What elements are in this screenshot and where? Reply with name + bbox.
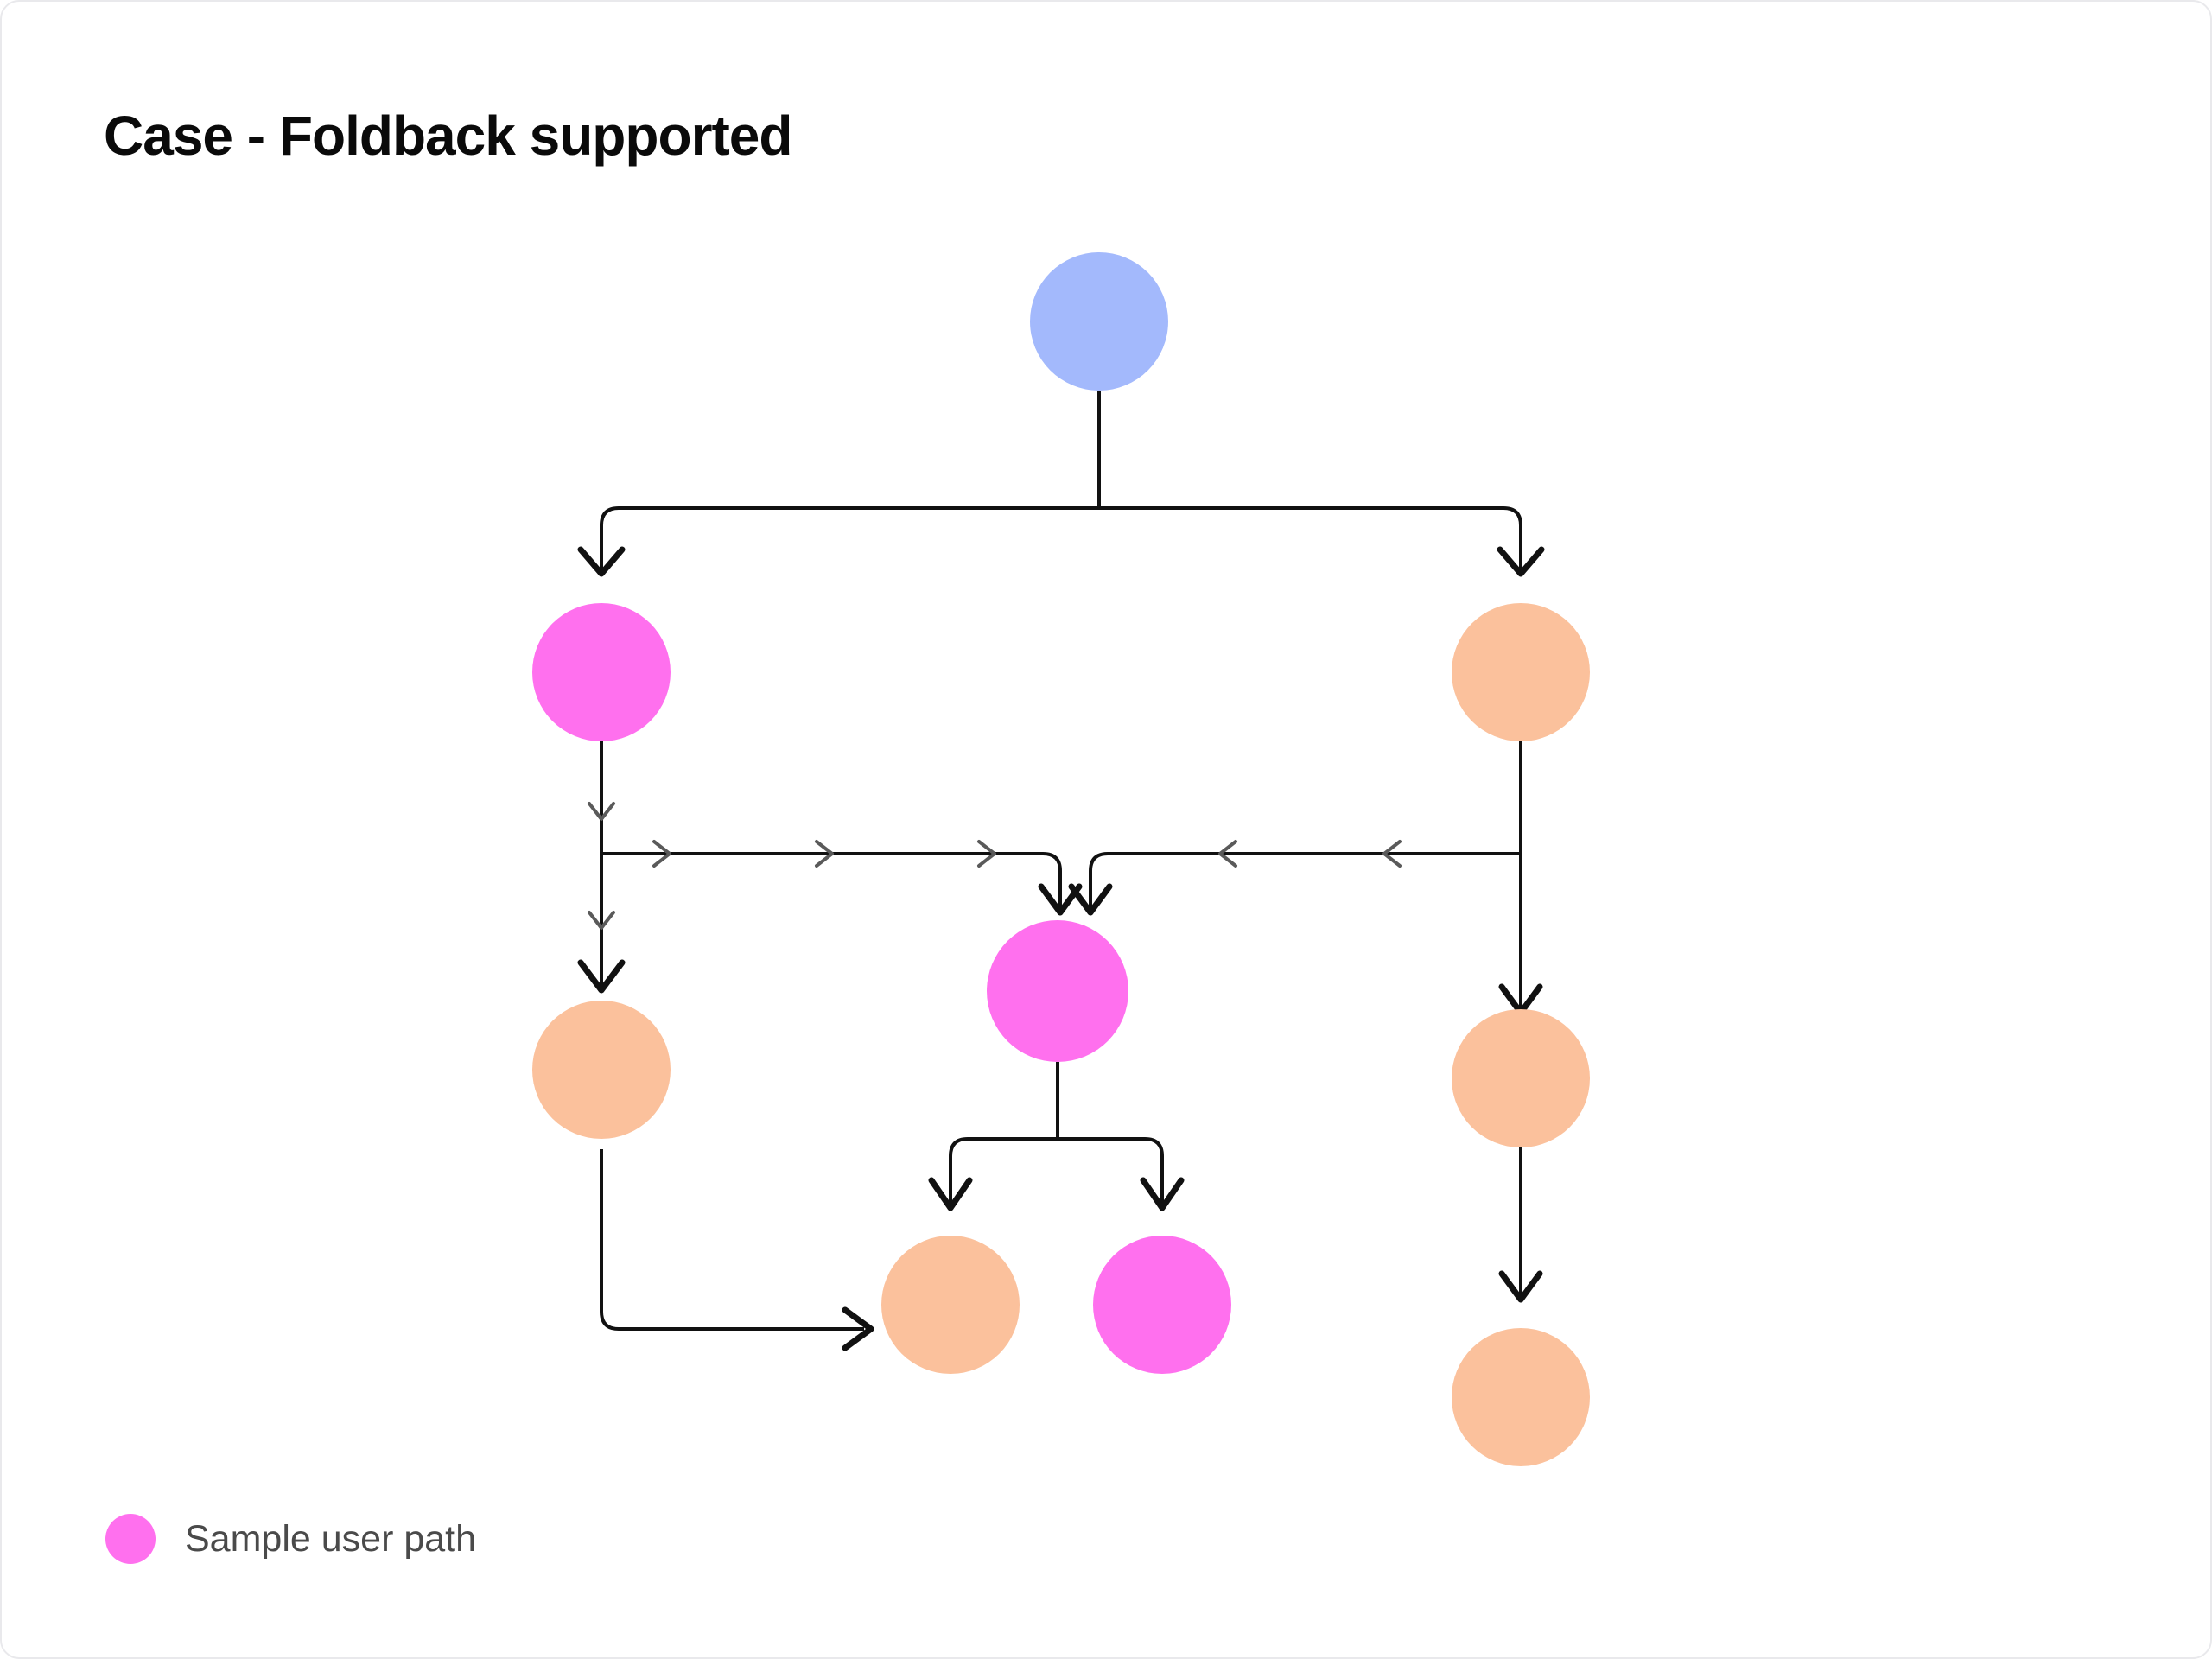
node-b1[interactable]	[881, 1236, 1020, 1374]
edge-l2-to-b1	[600, 1149, 864, 1331]
node-l2[interactable]	[532, 1001, 671, 1139]
node-m2-user-path[interactable]	[987, 920, 1128, 1062]
arrowhead-l1-to-m2	[1038, 883, 1083, 916]
edge-l1-foldback-bus	[601, 852, 1062, 907]
arrowhead-layer	[577, 546, 1545, 1351]
arrowhead-r1-to-m2	[1068, 883, 1113, 916]
page-title: Case - Foldback supported	[104, 105, 792, 167]
chevron-right-icon-a	[652, 840, 671, 868]
edge-root-to-r1	[1099, 506, 1522, 570]
chevron-right-icon-c	[977, 840, 996, 868]
edge-root-to-l1	[600, 506, 1099, 570]
node-root[interactable]	[1030, 252, 1168, 391]
arrowhead-root-to-r1	[1497, 546, 1545, 577]
arrowhead-l1-to-l2	[577, 959, 626, 994]
edge-m2-to-b1	[949, 1137, 1058, 1203]
node-r2[interactable]	[1452, 1009, 1590, 1147]
edge-r1-foldback-bus	[1089, 852, 1521, 907]
node-r1[interactable]	[1452, 603, 1590, 741]
arrowhead-m2-to-b1	[928, 1177, 973, 1211]
arrowhead-l2-to-b1	[842, 1306, 874, 1351]
arrowhead-m2-to-b2	[1140, 1177, 1185, 1211]
node-b2-user-path[interactable]	[1093, 1236, 1231, 1374]
chevron-left-icon-a	[1218, 840, 1237, 868]
node-l1-user-path[interactable]	[532, 603, 671, 741]
legend-circle-icon	[105, 1514, 156, 1564]
arrowhead-r2-to-b3	[1498, 1270, 1543, 1303]
edge-layer	[600, 391, 1522, 1331]
node-layer	[532, 252, 1590, 1466]
legend: Sample user path	[105, 1514, 476, 1564]
edge-m2-to-b2	[1058, 1137, 1164, 1203]
chevron-down-icon-l1b	[588, 911, 615, 930]
waypoint-chevron-layer	[588, 802, 1402, 930]
chevron-right-icon-b	[815, 840, 834, 868]
arrowhead-root-to-l1	[577, 546, 626, 577]
node-b3[interactable]	[1452, 1328, 1590, 1466]
legend-item-label: Sample user path	[185, 1517, 477, 1560]
chevron-down-icon-l1a	[588, 802, 615, 821]
chevron-left-icon-b	[1382, 840, 1402, 868]
